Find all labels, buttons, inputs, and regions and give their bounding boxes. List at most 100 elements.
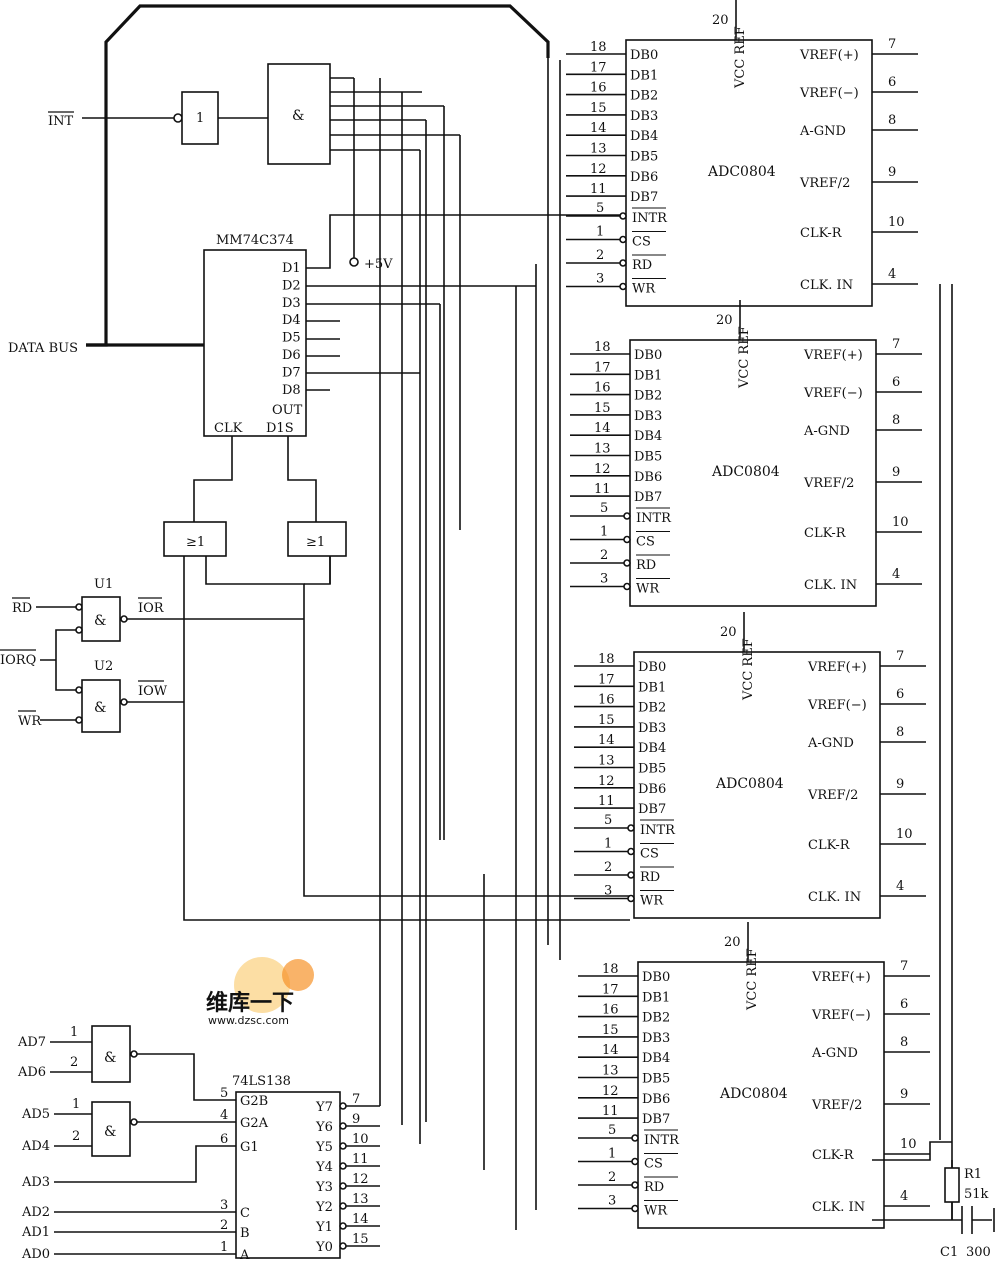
ad5-pin: 1 — [72, 1097, 80, 1112]
adc-db-label: DB1 — [642, 990, 670, 1005]
adc-db-pin: 18 — [598, 652, 615, 667]
ior-label: IOR — [138, 601, 165, 616]
adc-ctrl-bubble — [627, 847, 635, 856]
adc-right-pin: 6 — [896, 687, 904, 702]
ad3-wire — [54, 1145, 236, 1183]
watermark-logo: 维库一下 www.dzsc.com — [206, 957, 314, 1027]
adc-body — [625, 39, 873, 307]
u1-out-bubble — [120, 615, 128, 623]
adc-ctrl-pin: 3 — [608, 1194, 616, 1209]
adc-body — [633, 651, 881, 919]
decoder-input-pin: 3 — [220, 1198, 228, 1213]
c1-label: C1 — [940, 1245, 958, 1260]
adc-right-pin: 10 — [900, 1137, 917, 1152]
decoder-input-pin: 1 — [220, 1240, 228, 1255]
adc-vcc-pin: 20 — [724, 935, 741, 950]
adc-ctrl-pin: 3 — [600, 572, 608, 587]
int-and-gate — [267, 63, 331, 165]
adc-ctrl-label: INTR — [640, 823, 676, 838]
adc-db-label: DB4 — [638, 741, 666, 756]
adc-db-pin: 14 — [598, 733, 615, 748]
adc-right-label: VREF(+) — [807, 660, 867, 675]
adc-ctrl-pin: 2 — [604, 860, 612, 875]
adc-right-pin: 7 — [900, 959, 908, 974]
adc-right-pin: 8 — [896, 725, 904, 740]
decoder-body — [235, 1091, 341, 1259]
adc-ctrl-bubble — [619, 282, 627, 291]
addr-and-1-bubble — [130, 1050, 138, 1058]
clock-network — [872, 284, 995, 1234]
adc-db-label: DB1 — [634, 368, 662, 383]
adc-right-label: VREF(+) — [811, 970, 871, 985]
adc-db-label: DB1 — [630, 68, 658, 83]
adc-db-label: DB5 — [638, 762, 666, 777]
adc-right-pin: 8 — [888, 113, 896, 128]
adc-right-pin: 10 — [888, 215, 905, 230]
adc-ctrl-label: WR — [640, 894, 664, 909]
adc-db-pin: 17 — [594, 360, 611, 375]
c1-value: 300 — [966, 1245, 991, 1260]
ad7-label: AD7 — [17, 1035, 46, 1050]
adc-right-label: A-GND — [807, 736, 854, 751]
adc-ctrl-label: CS — [644, 1157, 663, 1172]
adc-db-pin: 15 — [594, 401, 611, 416]
adc-body — [637, 961, 885, 1229]
iow-label: IOW — [138, 684, 168, 699]
adc-ctrl-bubble — [631, 1204, 639, 1213]
adc-db-pin: 17 — [602, 982, 619, 997]
adc-ctrl-bubble — [623, 512, 631, 520]
adc-right-label: CLK-R — [800, 226, 843, 241]
adc-db-pin: 12 — [594, 462, 611, 477]
ad7-pin: 1 — [70, 1025, 78, 1040]
latch-pin-label: D1 — [282, 261, 301, 276]
latch-pin-label: D5 — [282, 331, 301, 346]
adc-db-pin: 11 — [598, 794, 615, 809]
adc-right-label: VREF(−) — [807, 698, 867, 713]
u1-gate — [81, 596, 121, 642]
decoder-input-label: G2A — [240, 1116, 269, 1131]
ad4-pin: 2 — [72, 1129, 80, 1144]
dis-wire — [287, 436, 317, 522]
adc-vcc-ref-label: VCC REF — [737, 326, 752, 389]
adc-ctrl-pin: 1 — [608, 1147, 616, 1162]
inverter-bubble — [173, 113, 183, 123]
adc-ctrl-label: RD — [636, 558, 656, 573]
adc-right-label: A-GND — [811, 1046, 858, 1061]
ad6-pin: 2 — [70, 1055, 78, 1070]
adc-ctrl-bubble — [623, 559, 631, 567]
plus5v-terminal — [349, 257, 359, 267]
adc-db-pin: 15 — [590, 101, 607, 116]
u1-label: U1 — [94, 577, 113, 592]
adc-right-label: CLK-R — [804, 526, 847, 541]
ad5-label: AD5 — [21, 1107, 50, 1122]
adc-db-pin: 11 — [602, 1104, 619, 1119]
adc-db-pin: 13 — [602, 1064, 619, 1079]
u2-in2-bubble — [75, 716, 83, 724]
adc-db-label: DB3 — [638, 721, 666, 736]
adc-right-label: CLK-R — [808, 838, 851, 853]
adc-right-pin: 4 — [900, 1189, 908, 1204]
adc-ctrl-label: CS — [636, 535, 655, 550]
adc-db-label: DB3 — [630, 109, 658, 124]
adc-ctrl-pin: 5 — [600, 501, 608, 516]
adc-ctrl-label: RD — [632, 258, 652, 273]
adc-right-pin: 6 — [892, 375, 900, 390]
or-gate-right-symbol: ≥1 — [306, 535, 325, 550]
adc-db-label: DB0 — [638, 660, 666, 675]
latch-pin-label: D2 — [282, 278, 301, 293]
adc-right-label: CLK. IN — [808, 890, 861, 905]
adc-ctrl-bubble — [627, 871, 635, 879]
adc-ctrl-label: CS — [640, 847, 659, 862]
ad1-label: AD1 — [21, 1225, 50, 1240]
adc-right-label: CLK. IN — [804, 578, 857, 593]
adc-right-pin: 8 — [892, 413, 900, 428]
adc-db-label: DB0 — [642, 970, 670, 985]
adc-right-label: CLK-R — [812, 1148, 855, 1163]
latch-body — [203, 249, 307, 437]
adc-db-pin: 13 — [594, 442, 611, 457]
adc-ctrl-bubble — [627, 824, 635, 832]
adc-db-pin: 16 — [590, 81, 607, 96]
